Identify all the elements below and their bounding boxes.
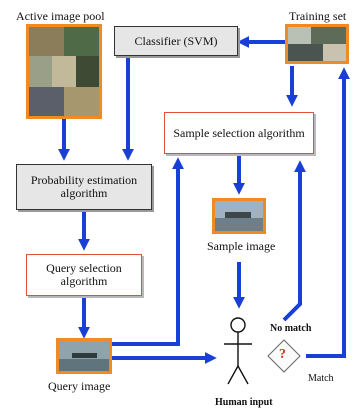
probability-estimation-box: Probability estimation algorithm — [16, 164, 152, 210]
query-selection-box: Query selection algorithm — [26, 254, 142, 296]
active-image-pool-thumbnail — [26, 24, 102, 119]
classifier-box: Classifier (SVM) — [114, 26, 238, 56]
sample-image-thumbnail — [212, 198, 266, 234]
match-label: Match — [308, 373, 334, 384]
classifier-label: Classifier (SVM) — [134, 33, 218, 48]
arrow-query-image-to-sample-selection — [112, 157, 184, 346]
human-figure — [224, 317, 252, 385]
query-image-label: Query image — [48, 379, 111, 393]
training-set-label: Training set — [289, 9, 347, 23]
decision-question-mark: ? — [279, 347, 286, 362]
query-image-thumbnail — [56, 338, 112, 374]
sample-selection-box: Sample selection algorithm — [164, 112, 314, 154]
probability-estimation-label: Probability estimation algorithm — [30, 173, 138, 200]
human-input-label: Human input — [215, 397, 273, 408]
sample-selection-label: Sample selection algorithm — [173, 125, 305, 140]
training-set-thumbnail — [285, 24, 349, 64]
no-match-label: No match — [270, 323, 312, 334]
sample-image-label: Sample image — [207, 239, 276, 253]
arrow-match-to-training-set — [306, 67, 350, 358]
query-selection-label: Query selection algorithm — [46, 261, 122, 288]
arrow-no-match-to-sample-selection — [282, 160, 306, 322]
active-pool-label: Active image pool — [16, 9, 105, 23]
decision-diamond — [267, 339, 301, 373]
